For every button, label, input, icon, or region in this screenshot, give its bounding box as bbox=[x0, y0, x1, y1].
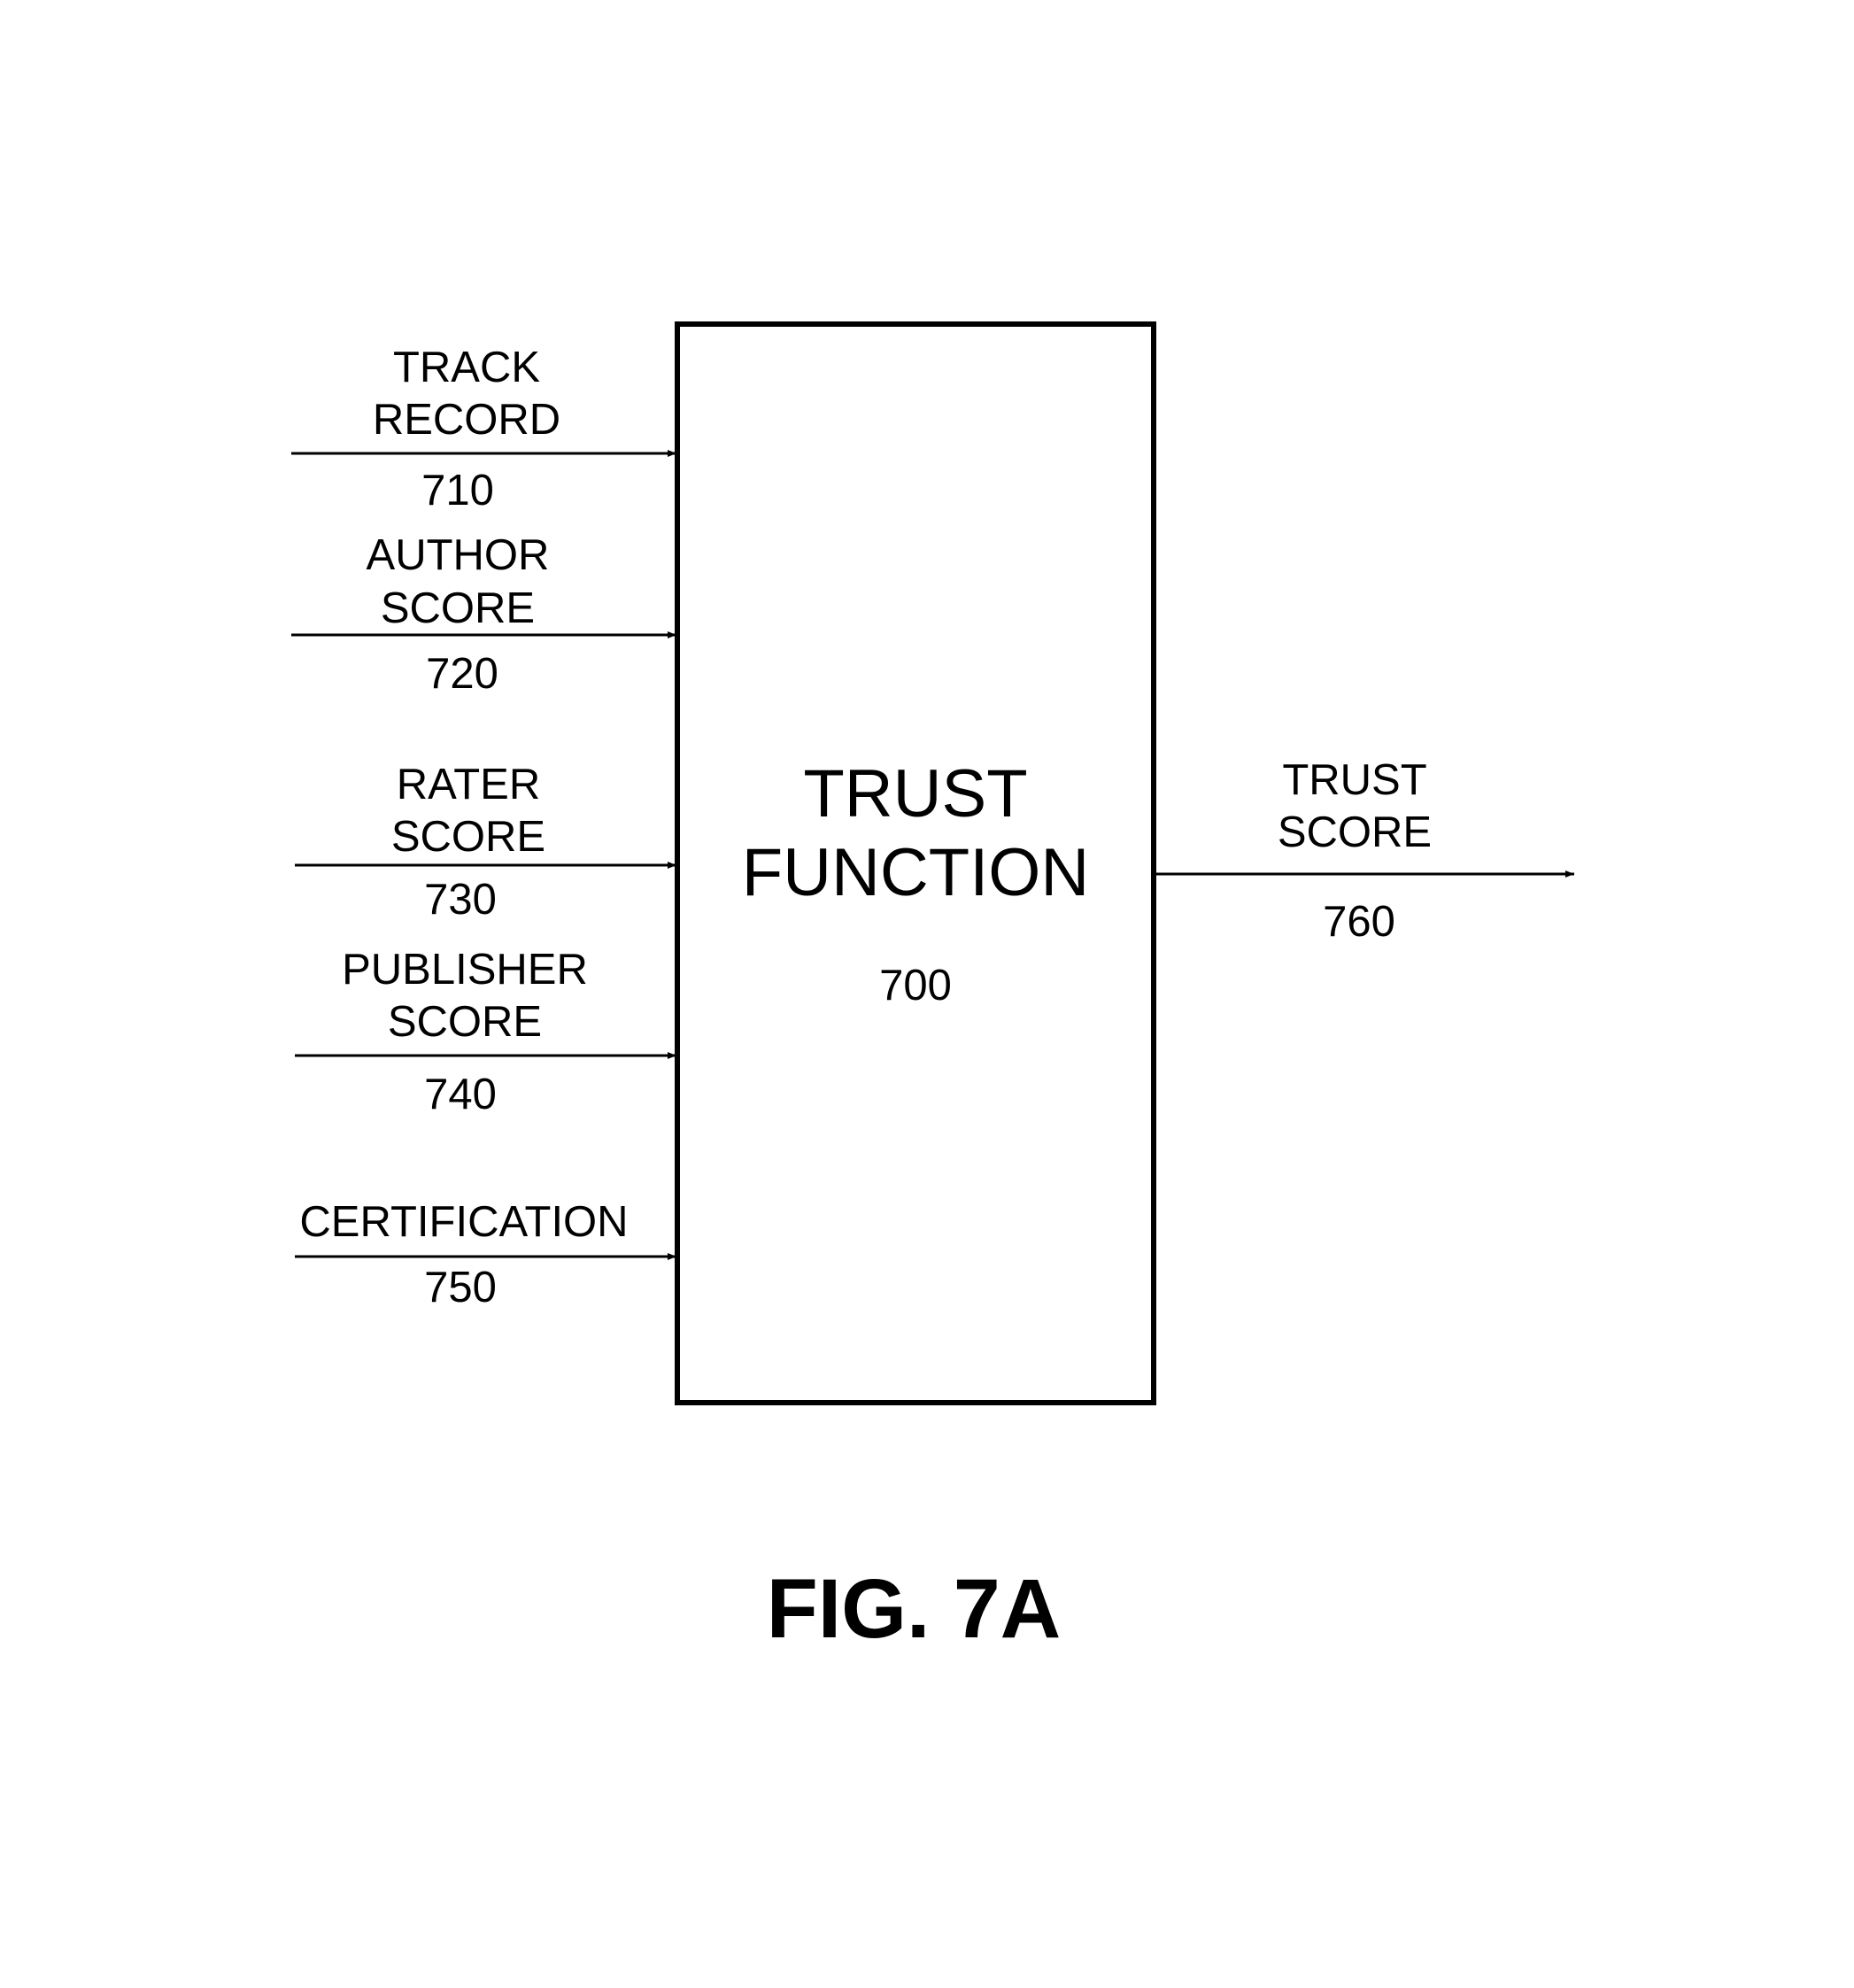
output-trust-score: TRUST SCORE 760 bbox=[1154, 756, 1574, 946]
output-trust-score-label-line1: TRUST bbox=[1282, 756, 1426, 804]
input-rater-score: RATER SCORE 730 bbox=[295, 761, 676, 924]
input-rater-score-ref: 730 bbox=[424, 876, 497, 924]
input-track-record: TRACK RECORD 710 bbox=[291, 344, 676, 514]
input-publisher-score: PUBLISHER SCORE 740 bbox=[295, 946, 676, 1118]
box-title-line1: TRUST bbox=[803, 756, 1027, 832]
input-track-record-label-line1: TRACK bbox=[393, 344, 540, 391]
output-trust-score-label-line2: SCORE bbox=[1278, 808, 1432, 856]
input-track-record-ref: 710 bbox=[421, 467, 494, 514]
input-certification: CERTIFICATION 750 bbox=[295, 1198, 676, 1311]
input-certification-label: CERTIFICATION bbox=[299, 1198, 628, 1246]
input-author-score-label-line1: AUTHOR bbox=[367, 531, 550, 579]
output-trust-score-ref: 760 bbox=[1323, 898, 1395, 946]
input-author-score-ref: 720 bbox=[426, 650, 498, 698]
box-ref-number: 700 bbox=[879, 962, 952, 1009]
input-author-score-label-line2: SCORE bbox=[381, 584, 535, 632]
input-rater-score-label-line1: RATER bbox=[397, 761, 540, 808]
box-title-line2: FUNCTION bbox=[742, 835, 1090, 910]
input-publisher-score-label-line1: PUBLISHER bbox=[342, 946, 588, 994]
input-publisher-score-ref: 740 bbox=[424, 1071, 497, 1118]
input-publisher-score-label-line2: SCORE bbox=[388, 998, 542, 1046]
figure-label: FIG. 7A bbox=[767, 1562, 1062, 1656]
input-track-record-label-line2: RECORD bbox=[373, 396, 560, 444]
input-certification-ref: 750 bbox=[424, 1264, 497, 1311]
input-author-score: AUTHOR SCORE 720 bbox=[291, 531, 676, 698]
input-rater-score-label-line2: SCORE bbox=[391, 813, 545, 861]
